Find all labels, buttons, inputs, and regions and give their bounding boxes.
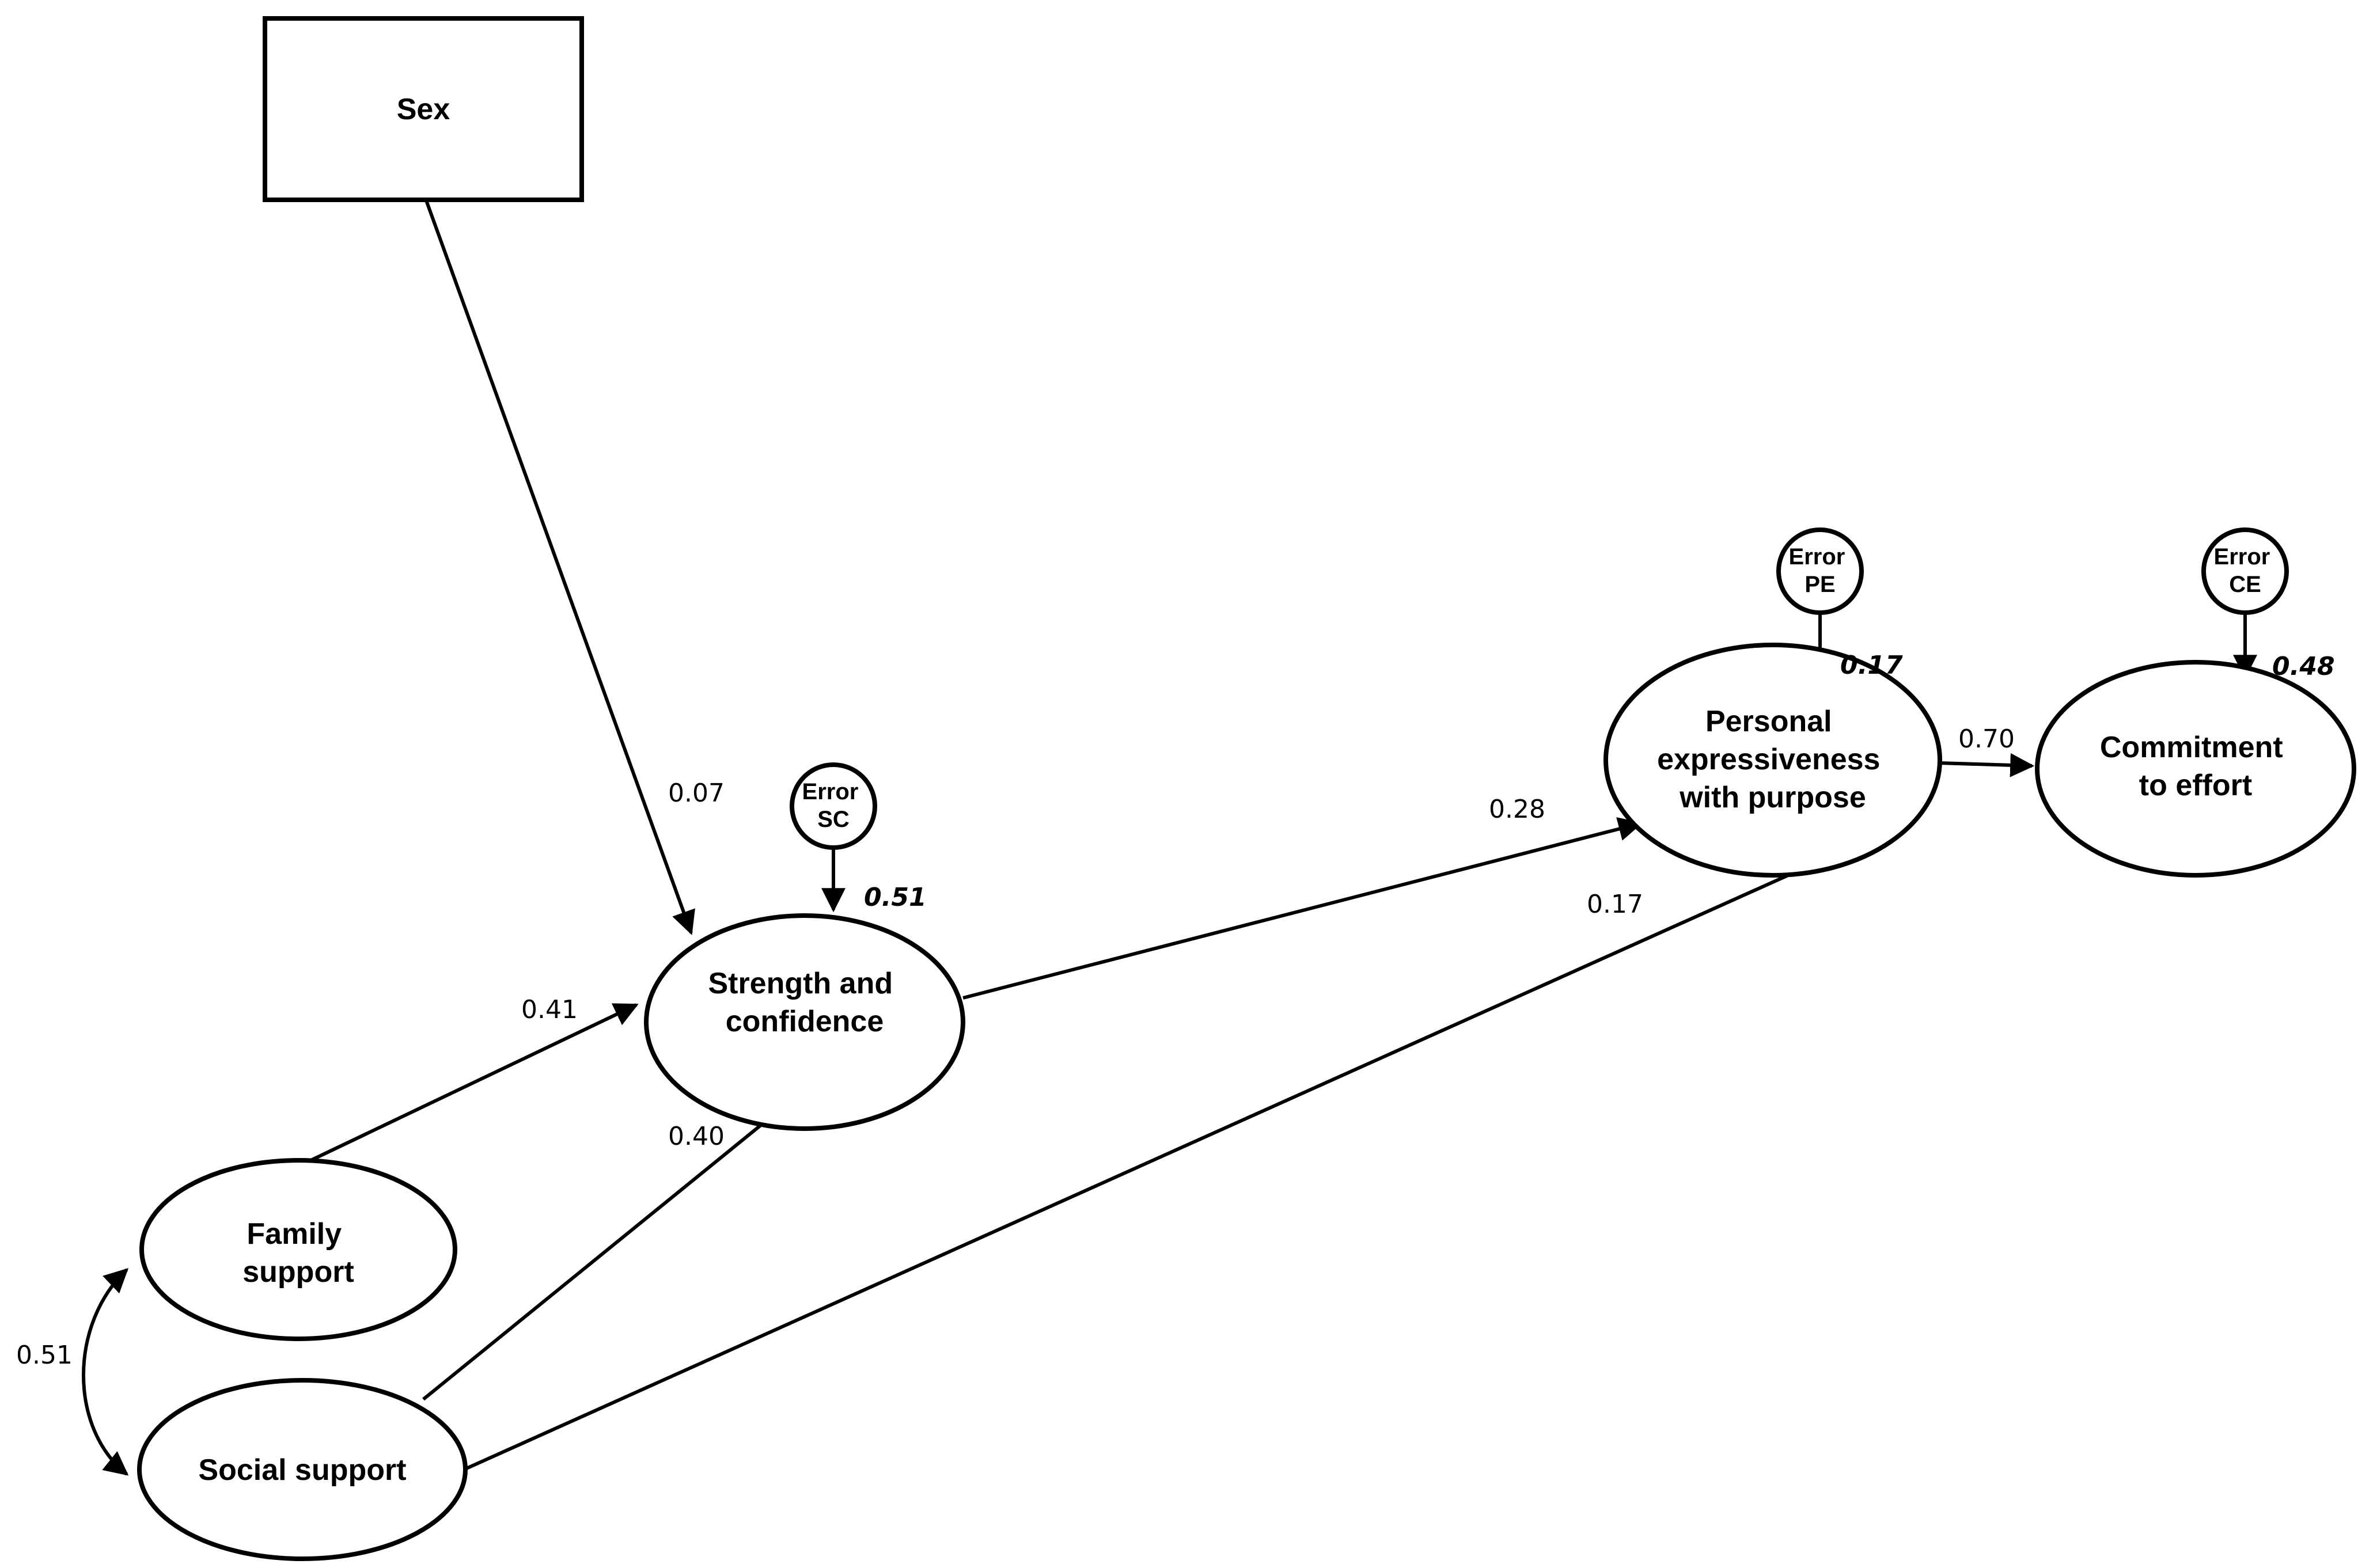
error-pe-label-1: Error: [1789, 544, 1845, 570]
svg-text:Strength and confidence: Strength and confidence: [708, 967, 901, 1038]
error-ce-label-1: Error: [2214, 544, 2270, 570]
path-social-strength: [422, 1094, 800, 1401]
coef-sex-strength: 0.07: [668, 779, 725, 808]
node-sex: Sex: [263, 16, 584, 202]
node-commitment-label-2: to effort: [2139, 769, 2252, 802]
node-strength-label-2: confidence: [726, 1005, 884, 1038]
r-squared-sc: 0.51: [864, 883, 927, 912]
svg-text:Family support: Family support: [242, 1217, 354, 1289]
node-sex-label: Sex: [397, 93, 450, 126]
error-ce-label-2: CE: [2229, 572, 2261, 597]
error-sc-label-1: Error: [802, 779, 859, 804]
paths: [82, 199, 2257, 1476]
node-commitment-label-1: Commitment: [2100, 731, 2283, 764]
node-family-label-1: Family: [247, 1217, 342, 1251]
node-personal-label-3: with purpose: [1679, 781, 1866, 814]
svg-text:Error PE: Error PE: [1789, 544, 1852, 597]
path-family-social-correlation: [82, 1268, 129, 1476]
node-family-label-2: support: [242, 1255, 354, 1289]
svg-text:Commitment to effort: Commitment to effort: [2100, 731, 2291, 802]
node-strength-label-1: Strength and: [708, 967, 893, 1000]
error-pe: Error PE: [1776, 527, 1864, 615]
coef-family-social: 0.51: [16, 1341, 73, 1370]
path-strength-personal: [962, 817, 1643, 1000]
error-pe-label-2: PE: [1804, 572, 1835, 597]
coef-social-personal: 0.17: [1587, 890, 1643, 919]
path-family-strength: [301, 1003, 639, 1166]
node-strength-confidence: Strength and confidence: [644, 913, 965, 1131]
node-family-support: Family support: [139, 1158, 457, 1341]
node-personal-label-2: expressiveness: [1657, 743, 1880, 776]
error-ce: Error CE: [2201, 527, 2289, 615]
path-social-personal: [465, 832, 1883, 1470]
svg-text:Personal expressiveness: Personal expressiveness with purpose: [1657, 705, 1889, 814]
node-social-label: Social support: [198, 1453, 406, 1487]
svg-text:Error SC: Error SC: [802, 779, 865, 832]
path-sex-strength: [424, 199, 695, 935]
node-social-support: Social support: [137, 1378, 468, 1561]
r-squared-ce: 0.48: [2272, 652, 2335, 681]
node-personal-expressiveness: Personal expressiveness with purpose: [1603, 643, 1942, 878]
svg-text:Error CE: Error CE: [2214, 544, 2277, 597]
r-squared-pe: 0.17: [1840, 651, 1903, 680]
coef-social-strength: 0.40: [668, 1122, 725, 1151]
node-personal-label-1: Personal: [1705, 705, 1832, 738]
coef-strength-personal: 0.28: [1489, 795, 1545, 824]
path-personal-commitment: [1939, 753, 2035, 777]
coef-personal-commitment: 0.70: [1958, 724, 2015, 754]
node-commitment-effort: Commitment to effort: [2035, 660, 2356, 878]
error-sc-label-2: SC: [817, 807, 850, 832]
coef-family-strength: 0.41: [521, 995, 578, 1024]
error-sc: Error SC: [790, 762, 877, 850]
